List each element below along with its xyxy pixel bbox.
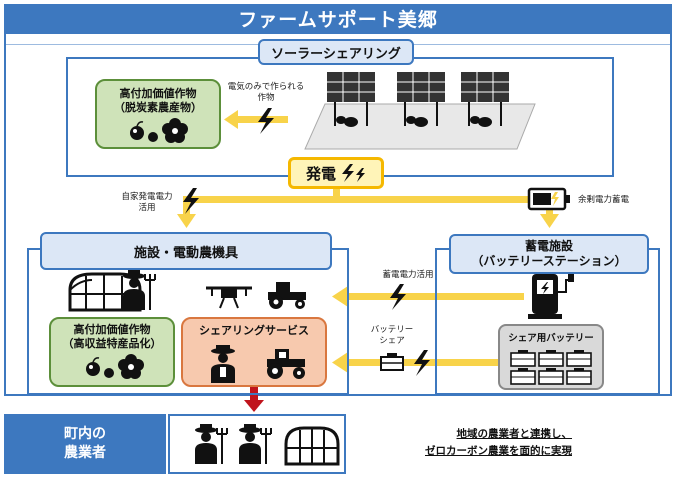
sharing-service-label: シェアリングサービス bbox=[199, 324, 309, 337]
lightning-icon bbox=[342, 164, 365, 182]
high-profit-crop-box: 高付加価値作物 （高収益特産品化） bbox=[49, 317, 175, 387]
down-arrow bbox=[250, 382, 258, 402]
local-farmers-icons bbox=[168, 414, 346, 474]
drone-icon bbox=[206, 286, 252, 309]
sharing-service-box: シェアリングサービス bbox=[181, 317, 327, 387]
crop-box-line2: （脱炭素農産物） bbox=[114, 101, 202, 114]
facility-title: 施設・電動農機具 bbox=[40, 232, 332, 270]
solar-sharing-title: ソーラーシェアリング bbox=[258, 39, 414, 65]
shared-battery-label: シェア用バッテリー bbox=[508, 333, 594, 344]
local-farmers-label: 町内の 農業者 bbox=[4, 414, 166, 474]
flower-icon bbox=[162, 118, 188, 143]
lightning-icon bbox=[390, 284, 406, 310]
page-title: ファームサポート美郷 bbox=[4, 4, 672, 32]
farmer-icon bbox=[239, 424, 272, 464]
battery-pack-icon bbox=[380, 353, 404, 371]
decarbonized-crop-box: 高付加価値作物 （脱炭素農産物） bbox=[95, 79, 221, 149]
crop-box-line2: （高収益特産品化） bbox=[62, 337, 162, 350]
stored-power-label: 蓄電電力活用 bbox=[382, 270, 434, 280]
crop-box-line1: 高付加価値作物 bbox=[73, 323, 151, 336]
lightning-icon bbox=[183, 188, 199, 214]
summary-text: 地域の農業者と連携し、 ゼロカーボン農業を面的に実現 bbox=[425, 428, 572, 457]
fruit-icon bbox=[130, 118, 188, 143]
farmer-icon bbox=[211, 345, 235, 383]
battery-pack-icon bbox=[510, 350, 592, 385]
power-generation-label: 発電 bbox=[305, 164, 336, 183]
farmer-icon bbox=[195, 424, 228, 464]
electricity-only-note: 電気のみで作られる 作物 bbox=[227, 82, 305, 103]
storage-title: 蓄電施設 （バッテリーステーション） bbox=[449, 234, 649, 274]
surplus-power-label: 余剰電力蓄電 bbox=[578, 195, 630, 205]
greenhouse-icon bbox=[284, 426, 340, 466]
solar-panel-icon bbox=[304, 72, 536, 150]
battery-share-label: バッテリー シェア bbox=[370, 325, 414, 346]
tractor-icon bbox=[267, 349, 305, 379]
tractor-icon bbox=[268, 282, 306, 309]
lightning-icon bbox=[414, 350, 430, 376]
fruit-icon bbox=[86, 354, 144, 379]
self-generated-power-label: 自家発電電力 活用 bbox=[121, 192, 173, 213]
farmer-icon bbox=[123, 270, 156, 310]
flower-icon bbox=[118, 354, 144, 379]
battery-icon bbox=[527, 187, 570, 211]
crop-box-line1: 高付加価値作物 bbox=[119, 87, 197, 100]
charging-station-icon bbox=[528, 274, 574, 319]
shared-battery-box: シェア用バッテリー bbox=[498, 324, 604, 390]
lightning-icon bbox=[258, 108, 274, 134]
power-generation-box: 発電 bbox=[288, 157, 384, 189]
